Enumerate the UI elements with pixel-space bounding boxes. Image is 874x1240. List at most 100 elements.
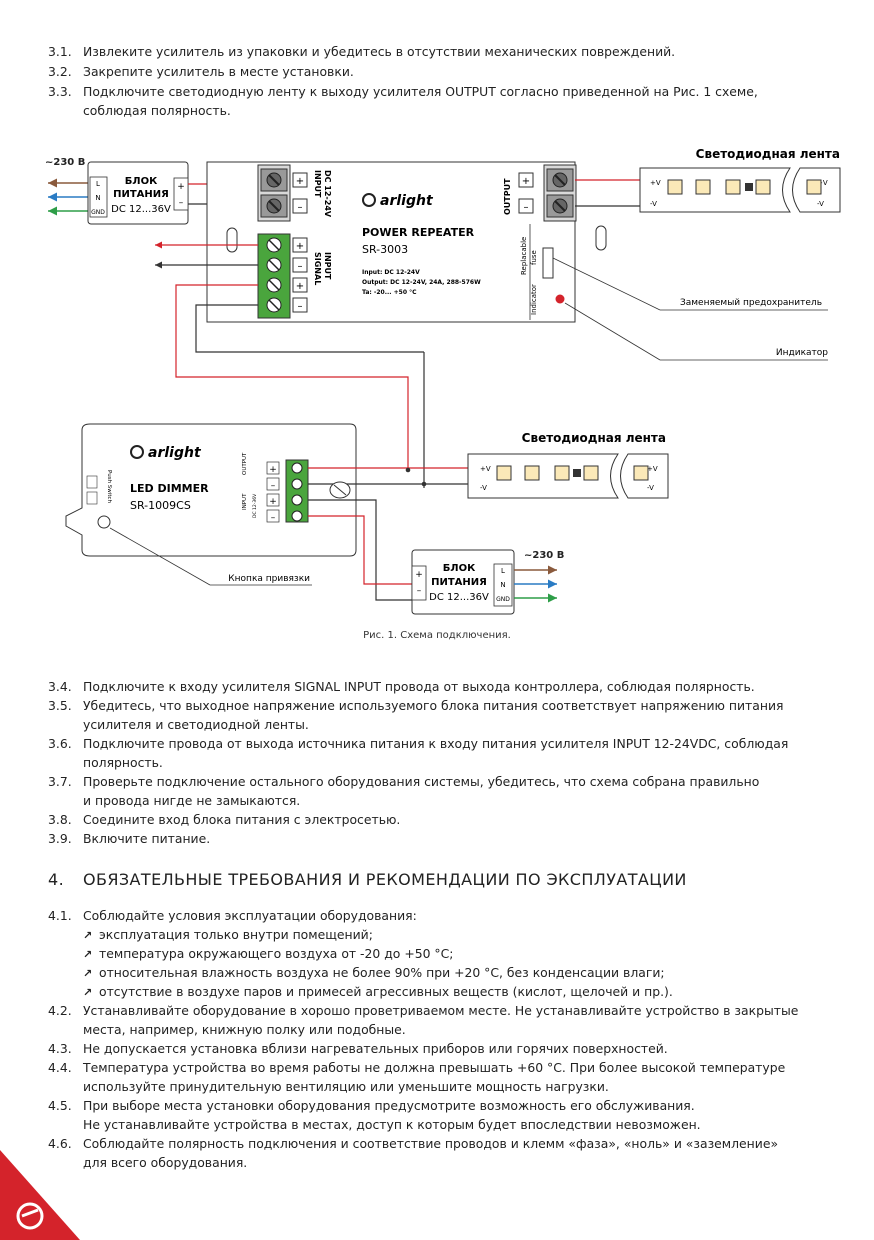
dimmer-input-label: INPUT — [242, 493, 248, 510]
psu2-GND: GND — [496, 596, 510, 603]
step-3-9: 3.9.Включите питание. — [48, 831, 211, 846]
input-label-1: INPUT — [313, 170, 322, 198]
strip-title-middle: Светодиодная лента — [522, 431, 666, 445]
dimmer-model: SR-1009CS — [130, 499, 191, 512]
dim-minus-2: – — [271, 513, 276, 523]
step-3-7: 3.7.Проверьте подключение остального обо… — [48, 774, 760, 808]
strip-mid-pv-2: +V — [647, 465, 658, 473]
mains-label-top: ~230 В — [45, 157, 85, 168]
step-3-1: 3.1.Извлеките усилитель из упаковки и уб… — [48, 44, 676, 59]
arlight-corner-logo-icon — [0, 1150, 80, 1240]
strip-top-pv: +V — [650, 179, 661, 187]
spec-output: Output: DC 12-24V, 24A, 288-576W — [362, 279, 481, 286]
strip-mid-pv: +V — [480, 465, 491, 473]
connection-diagram: ~230 В L N GND БЛОК ПИТАНИЯ DC 12...36V … — [45, 147, 841, 615]
repeater-model: SR-3003 — [362, 243, 408, 256]
fuse-icon — [542, 247, 554, 279]
step-3-4: 3.4.Подключите к входу усилителя SIGNAL … — [48, 679, 755, 694]
indicator-label: Indicator — [530, 284, 538, 315]
sig-plus-1: + — [296, 241, 304, 252]
step-4-2: 4.2.Устанавливайте оборудование в хорошо… — [48, 1003, 799, 1037]
section-4-heading: 4.ОБЯЗАТЕЛЬНЫЕ ТРЕБОВАНИЯ И РЕКОМЕНДАЦИИ… — [48, 870, 687, 889]
output-label: OUTPUT — [503, 178, 512, 215]
out-minus: – — [524, 202, 529, 213]
psu-GND: GND — [91, 209, 105, 216]
spec-input: Input: DC 12-24V — [362, 269, 420, 276]
strip-top-mv: -V — [650, 200, 657, 208]
repeater-title: POWER REPEATER — [362, 226, 475, 239]
input-label-2: DC 12-24V — [323, 170, 332, 218]
signal-label-2: INPUT — [323, 252, 332, 280]
step-3-3: 3.3.Подключите светодиодную ленту к выхо… — [48, 84, 758, 118]
dim-minus-1: – — [271, 481, 276, 491]
brand-text: arlight — [380, 193, 434, 209]
in-plus: + — [296, 176, 304, 187]
psu2-title-1: БЛОК — [443, 563, 476, 574]
arrow-bullet-icon: ↗ — [83, 967, 93, 980]
out-plus: + — [522, 176, 530, 187]
psu-minus: – — [179, 198, 184, 208]
bullet-2: ↗температура окружающего воздуха от -20 … — [83, 944, 453, 964]
bullet-3: ↗относительная влажность воздуха не боле… — [83, 963, 665, 983]
bullet-1: ↗эксплуатация только внутри помещений; — [83, 925, 373, 945]
psu-plus: + — [177, 182, 185, 192]
dim-plus-1: + — [269, 465, 277, 475]
figure-caption: Рис. 1. Схема подключения. — [363, 630, 511, 641]
psu-top: ~230 В L N GND БЛОК ПИТАНИЯ DC 12...36V … — [45, 157, 189, 225]
psu-title-1: БЛОК — [125, 176, 158, 187]
psu-bottom: ~230 В + – БЛОК ПИТАНИЯ DC 12...36V L N … — [411, 549, 564, 615]
step-3-5: 3.5.Убедитесь, что выходное напряжение и… — [48, 698, 784, 732]
step-4-3: 4.3.Не допускается установка вблизи нагр… — [48, 1041, 668, 1056]
psu2-L: L — [501, 567, 505, 575]
dimmer-input-v: DC 12-36V — [252, 493, 258, 518]
psu2-title-2: ПИТАНИЯ — [431, 577, 487, 588]
psu2-minus: – — [417, 586, 422, 596]
bullet-4: ↗отсутствие в воздухе паров и примесей а… — [83, 982, 673, 1002]
dimmer-logo-icon — [130, 445, 144, 459]
fuse-callout: Заменяемый предохранитель — [680, 298, 822, 308]
button-callout: Кнопка привязки — [228, 574, 310, 584]
led-strip-top: Светодиодная лента +V -V +V -V — [639, 147, 841, 213]
power-repeater: + – INPUT DC 12-24V + – + – SIGNAL INPUT… — [206, 161, 607, 323]
psu-L: L — [96, 180, 100, 188]
psu-range: DC 12...36V — [111, 204, 171, 215]
psu-title-2: ПИТАНИЯ — [113, 189, 169, 200]
psu-N: N — [95, 194, 100, 202]
sig-minus-1: – — [298, 261, 303, 272]
arrow-bullet-icon: ↗ — [83, 986, 93, 999]
psu2-N: N — [500, 581, 505, 589]
strip-mid-mv-2: -V — [647, 484, 654, 492]
push-switch-label: Push Switch — [106, 470, 112, 504]
fuse-label-1: Replacable — [520, 237, 528, 275]
in-minus: – — [298, 202, 303, 213]
arlight-logo: arlight — [362, 193, 434, 209]
mains-label-bottom: ~230 В — [524, 550, 564, 561]
strip-title-top: Светодиодная лента — [696, 147, 840, 161]
arrow-bullet-icon: ↗ — [83, 929, 93, 942]
step-4-5: 4.5.При выборе места установки оборудова… — [48, 1098, 701, 1132]
sig-plus-2: + — [296, 281, 304, 292]
indicator-callout: Индикатор — [776, 348, 828, 358]
led-strip-middle: Светодиодная лента +V -V +V -V — [467, 431, 669, 499]
arrow-bullet-icon: ↗ — [83, 948, 93, 961]
dimmer-brand: arlight — [148, 445, 202, 461]
step-3-6: 3.6.Подключите провода от выхода источни… — [48, 736, 789, 770]
psu2-range: DC 12...36V — [429, 592, 489, 603]
step-3-8: 3.8.Соедините вход блока питания с элект… — [48, 812, 401, 827]
fuse-label-2: fuse — [530, 250, 538, 265]
strip-top-pv-2: +V — [817, 179, 828, 187]
sig-minus-2: – — [298, 301, 303, 312]
signal-label-1: SIGNAL — [313, 252, 322, 285]
dimmer-title: LED DIMMER — [130, 482, 209, 495]
strip-mid-mv: -V — [480, 484, 487, 492]
step-4-1: 4.1.Соблюдайте условия эксплуатации обор… — [48, 908, 417, 923]
strip-top-mv-2: -V — [817, 200, 824, 208]
spec-ta: Ta: -20... +50 °C — [362, 289, 417, 296]
dimmer-output-label: OUTPUT — [242, 452, 248, 475]
dim-plus-2: + — [269, 497, 277, 507]
psu2-plus: + — [415, 570, 423, 580]
step-4-6: 4.6.Соблюдайте полярность подключения и … — [48, 1136, 779, 1170]
indicator-led-icon — [555, 294, 565, 304]
step-3-2: 3.2.Закрепите усилитель в месте установк… — [48, 64, 354, 79]
step-4-4: 4.4.Температура устройства во время рабо… — [48, 1060, 786, 1094]
